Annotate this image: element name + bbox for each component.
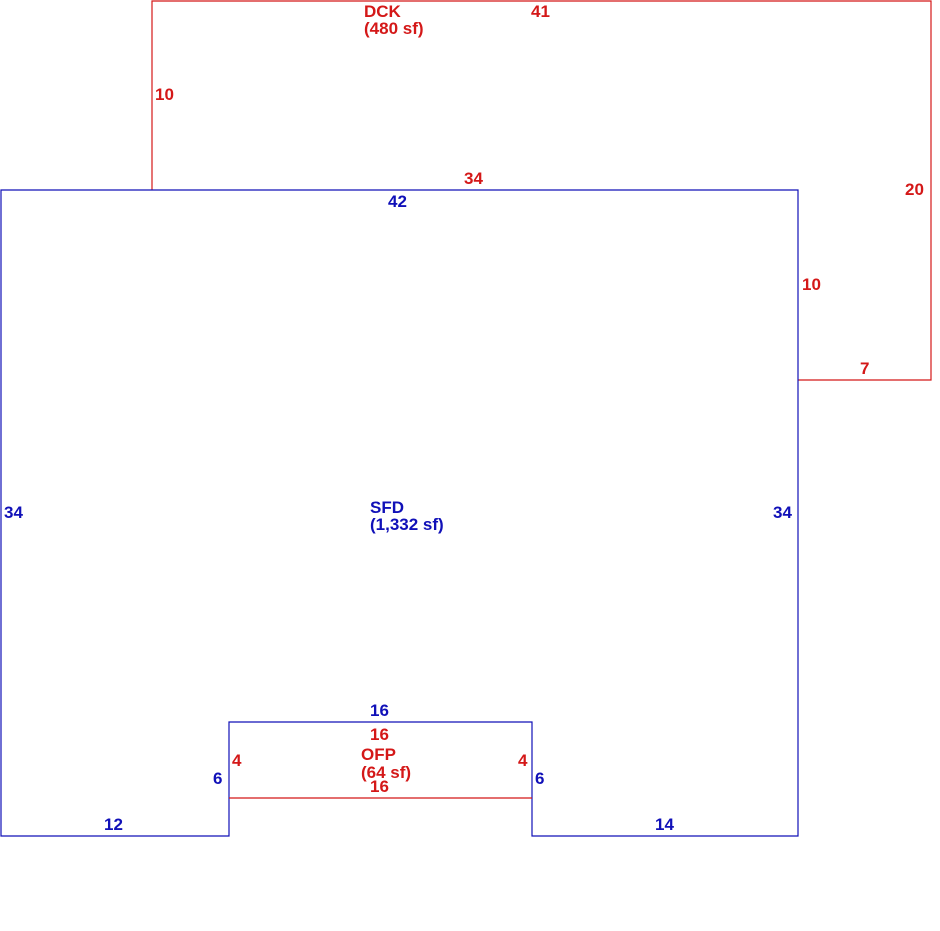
dck-inner-horizontal-dimension: 7 [860,359,869,378]
sfd-notch-left-dimension: 6 [213,769,222,788]
deck-outline [151,0,932,381]
dck-area-label: (480 sf) [364,19,424,38]
dck-right-dimension: 20 [905,180,924,199]
ofp-right-dimension: 4 [518,751,528,770]
dck-left-dimension: 10 [155,85,174,104]
ofp-left-dimension: 4 [232,751,242,770]
sfd-notch-right-dimension: 6 [535,769,544,788]
sfd-bottom-right-dimension: 14 [655,815,674,834]
ofp-code-label: OFP [361,745,396,764]
ofp-bottom-dimension: 16 [370,777,389,796]
dck-code-label: DCK [364,2,402,21]
sfd-left-dimension: 34 [4,503,23,522]
sfd-top-dimension: 42 [388,192,407,211]
sfd-code-label: SFD [370,498,404,517]
sfd-area-label: (1,332 sf) [370,515,444,534]
sfd-outline [0,189,799,837]
dck-top-dimension: 41 [531,2,550,21]
ofp-area-label: (64 sf) [361,763,411,782]
dck-bottom-dimension: 34 [464,169,483,188]
sfd-notch-top-dimension: 16 [370,701,389,720]
ofp-top-dimension: 16 [370,725,389,744]
sfd-right-dimension: 34 [773,503,792,522]
sfd-bottom-left-dimension: 12 [104,815,123,834]
dck-inner-vertical-dimension: 10 [802,275,821,294]
